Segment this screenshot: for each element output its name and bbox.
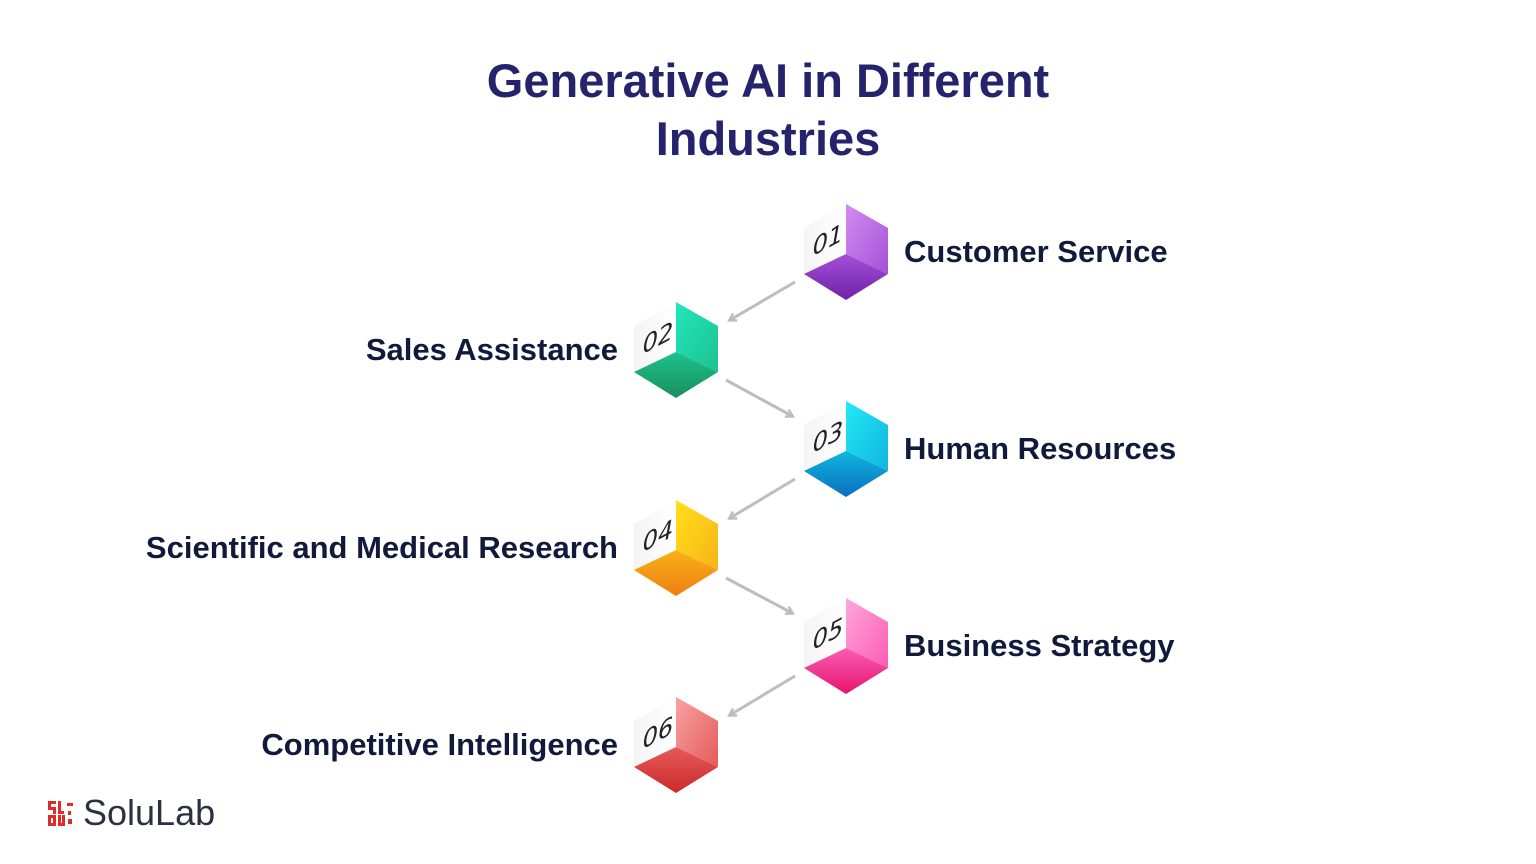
logo-text: SoluLab	[83, 792, 216, 833]
solulab-logo-icon	[48, 801, 73, 826]
solulab-logo: SoluLab	[47, 792, 215, 834]
title-line-1: Generative AI in Different	[486, 54, 1050, 107]
arrow	[725, 378, 792, 416]
step-label: Human Resources	[904, 431, 1177, 466]
arrow	[730, 280, 796, 320]
step-label: Sales Assistance	[365, 332, 618, 367]
cube-05: 05	[804, 598, 888, 694]
step-label: Scientific and Medical Research	[145, 530, 618, 565]
page-title: Generative AI in Different Industries	[0, 52, 1536, 168]
title-line-2: Industries	[655, 112, 881, 165]
cube-02: 02	[634, 302, 718, 398]
arrow	[730, 477, 796, 518]
cube-04: 04	[634, 500, 718, 596]
arrow	[725, 576, 792, 613]
step-label: Competitive Intelligence	[261, 727, 618, 762]
step-label: Customer Service	[904, 234, 1168, 269]
cube-01: 01	[804, 204, 888, 300]
step-label: Business Strategy	[904, 628, 1175, 663]
cube-03: 03	[804, 401, 888, 497]
cube-06: 06	[634, 697, 718, 793]
arrow	[730, 674, 796, 715]
